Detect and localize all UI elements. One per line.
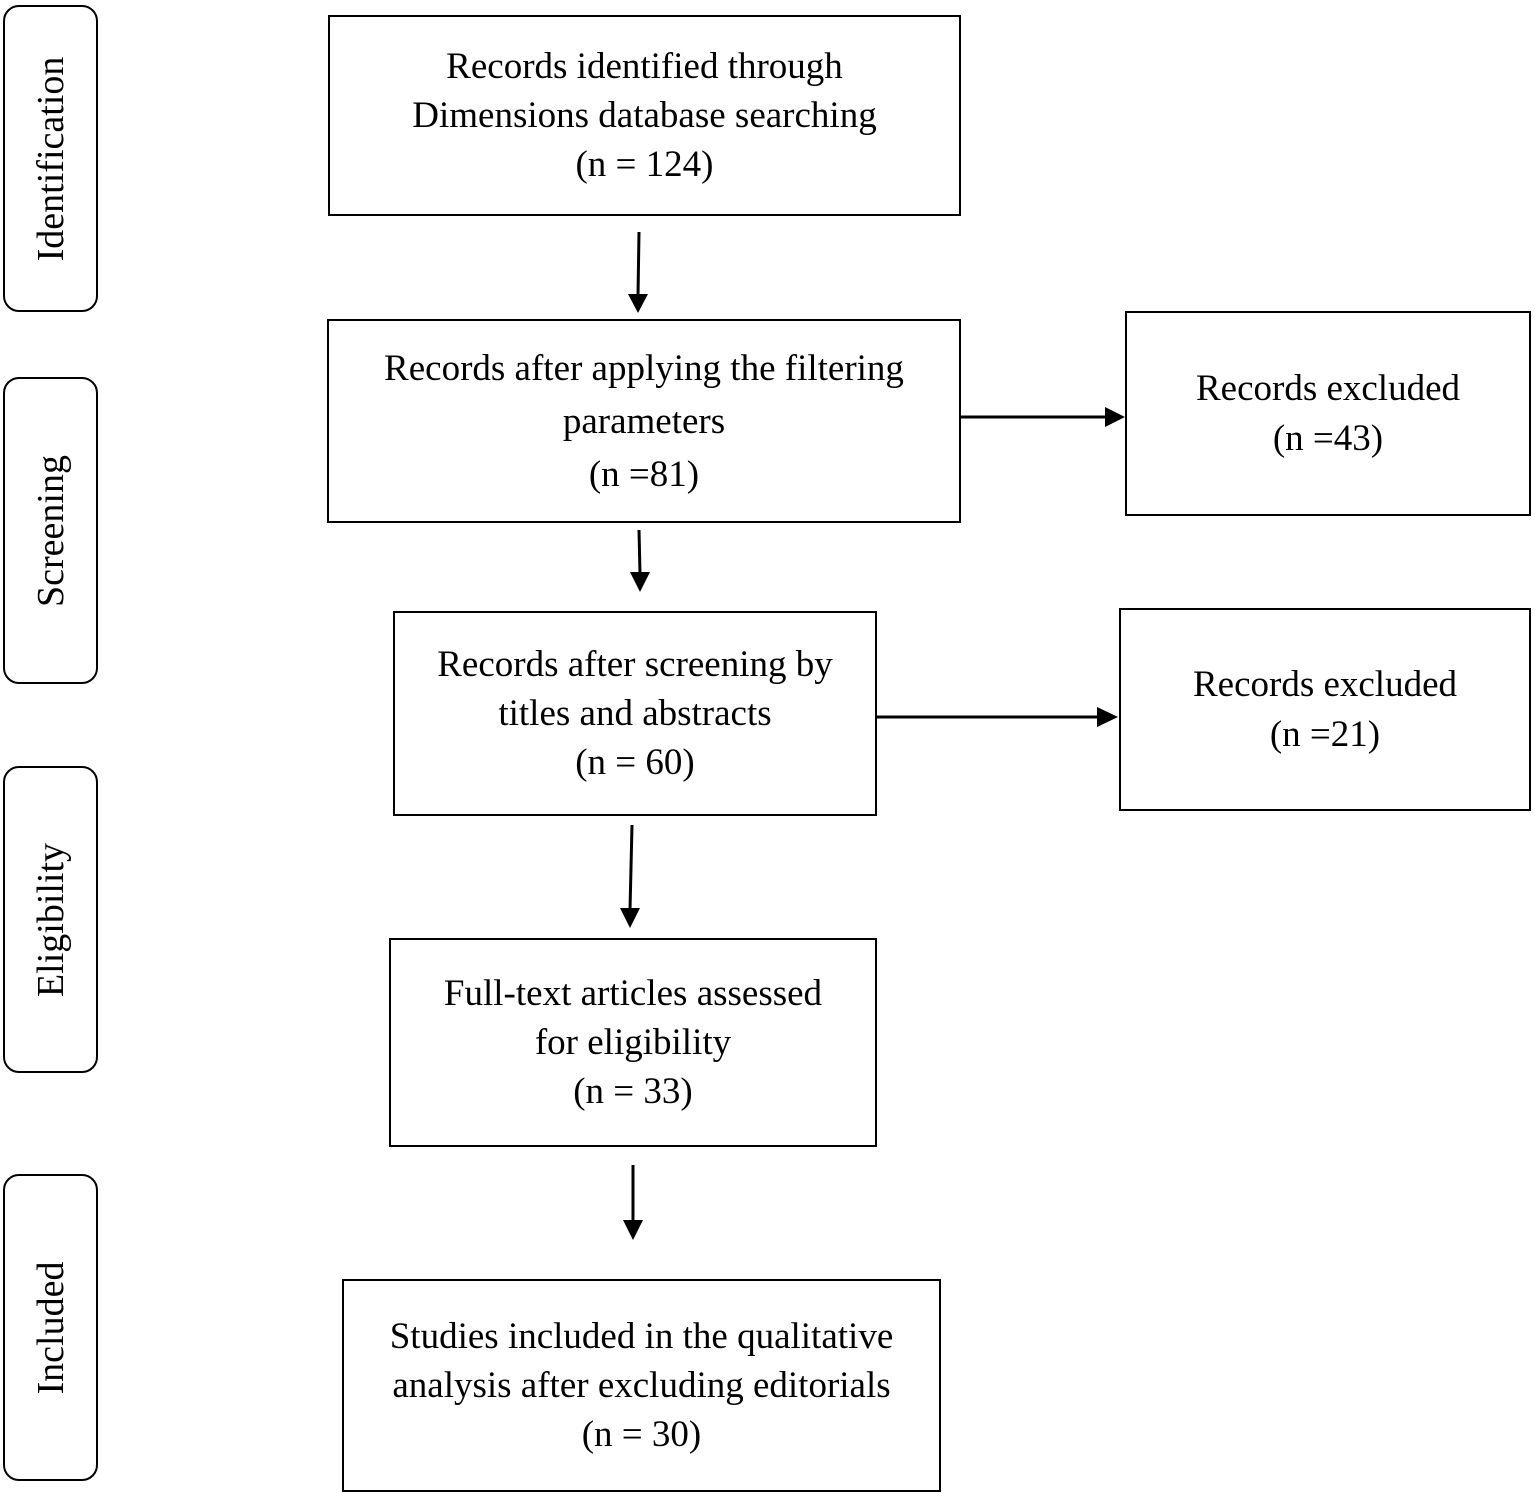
box-count: (n = 30) bbox=[581, 1414, 702, 1455]
arrowhead bbox=[623, 1220, 643, 1240]
box-count: (n = 60) bbox=[575, 742, 695, 783]
box-line: Records after applying the filtering bbox=[384, 347, 904, 389]
box-line: Dimensions database searching bbox=[412, 95, 877, 136]
box-count: (n =43) bbox=[1272, 417, 1384, 459]
box-line: analysis after excluding editorials bbox=[392, 1365, 891, 1406]
box-line: Studies included in the qualitative bbox=[389, 1316, 894, 1357]
box-line: Full-text articles assessed bbox=[443, 973, 823, 1014]
arrowhead bbox=[1105, 407, 1125, 427]
box-line: Records after screening by bbox=[437, 644, 833, 685]
arrow-identified-to-filtered bbox=[636, 231, 641, 297]
box-line: Records excluded bbox=[1195, 367, 1461, 409]
box-studies-included: Studies included in the qualitative anal… bbox=[342, 1279, 941, 1492]
arrowhead bbox=[1097, 707, 1118, 727]
stage-tab-eligibility: Eligibility bbox=[3, 766, 98, 1073]
arrowhead bbox=[630, 572, 650, 592]
arrow-filtered-to-screened bbox=[637, 529, 642, 575]
stage-tab-screening: Screening bbox=[3, 377, 98, 684]
box-line: titles and abstracts bbox=[498, 693, 772, 734]
arrowhead bbox=[628, 294, 648, 313]
stage-tab-identification: Identification bbox=[3, 5, 98, 312]
box-records-excluded-1: Records excluded (n =43) bbox=[1125, 311, 1531, 516]
box-count: (n = 33) bbox=[573, 1071, 693, 1112]
arrowhead bbox=[620, 908, 640, 928]
box-line: Records excluded bbox=[1192, 663, 1458, 705]
box-records-identified: Records identified through Dimensions da… bbox=[328, 15, 961, 216]
box-count: (n =81) bbox=[588, 453, 700, 495]
box-records-filtered: Records after applying the filtering par… bbox=[327, 319, 961, 523]
box-full-text-assessed: Full-text articles assessed for eligibil… bbox=[389, 938, 877, 1147]
box-line: Records identified through bbox=[446, 46, 843, 87]
box-line: for eligibility bbox=[534, 1022, 732, 1063]
box-records-excluded-2: Records excluded (n =21) bbox=[1119, 608, 1531, 811]
box-line: parameters bbox=[562, 400, 726, 442]
stage-tab-included: Included bbox=[3, 1174, 98, 1481]
box-records-screened: Records after screening by titles and ab… bbox=[393, 611, 877, 816]
box-count: (n = 124) bbox=[575, 144, 714, 185]
arrow-screened-to-fulltext bbox=[628, 824, 634, 911]
box-count: (n =21) bbox=[1269, 713, 1381, 755]
